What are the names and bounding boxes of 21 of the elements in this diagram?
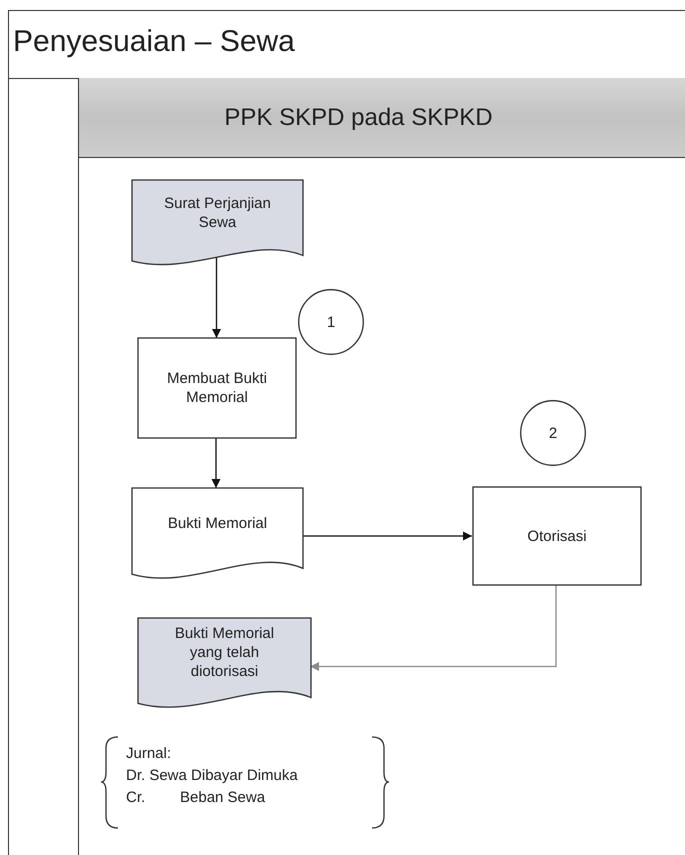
process-box <box>473 487 641 585</box>
node-label: Bukti Memorial yang telah diotorisasi <box>174 624 276 682</box>
arrow <box>212 256 221 338</box>
node-label: Otorisasi <box>526 526 588 546</box>
node-label: Surat Perjanjian Sewa <box>163 194 272 232</box>
step-number-circle <box>520 400 586 466</box>
journal-text: Beban Sewa <box>180 789 266 806</box>
arrow <box>212 438 220 488</box>
journal-text: Cr. <box>126 789 146 806</box>
process-box <box>138 338 296 438</box>
journal-text: Jurnal: <box>126 745 172 762</box>
lane-header: PPK SKPD pada SKPKD <box>79 78 685 158</box>
node-label: Bukti Memorial <box>166 514 268 533</box>
step-number: 1 <box>326 312 336 332</box>
step-number-circle <box>298 289 364 355</box>
journal-text: Dr. Sewa Dibayar Dimuka <box>126 767 298 784</box>
node-label: Membuat Bukti Memorial <box>166 369 268 407</box>
arrow <box>310 585 557 671</box>
arrow <box>302 532 472 540</box>
step-number: 2 <box>548 424 558 442</box>
swimlane <box>78 78 685 855</box>
